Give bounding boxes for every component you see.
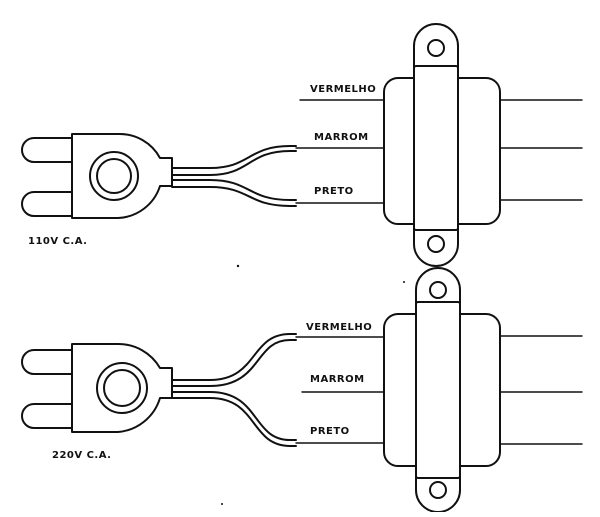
voltage-label: 110V C.A. — [28, 236, 87, 247]
transformer-icon — [383, 267, 583, 513]
diagram-220v: VERMELHO MARROM PRETO 220V C.A. — [21, 267, 583, 513]
transformer-icon — [383, 23, 583, 267]
label-vermelho: VERMELHO — [306, 322, 372, 333]
transformer-leads-left — [295, 336, 387, 444]
label-preto: PRETO — [310, 426, 350, 437]
label-marrom: MARROM — [314, 132, 369, 143]
transformer-leads-left — [295, 99, 387, 204]
label-marrom: MARROM — [310, 374, 365, 385]
plug-icon — [21, 342, 173, 433]
label-preto: PRETO — [314, 186, 354, 197]
plug-icon — [21, 132, 173, 219]
scan-specks — [221, 264, 405, 505]
voltage-label: 220V C.A. — [52, 450, 111, 461]
cable — [171, 145, 297, 207]
diagram-110v: VERMELHO MARROM PRETO 110V C.A. — [21, 23, 583, 267]
cable — [171, 333, 297, 447]
label-vermelho: VERMELHO — [310, 84, 376, 95]
